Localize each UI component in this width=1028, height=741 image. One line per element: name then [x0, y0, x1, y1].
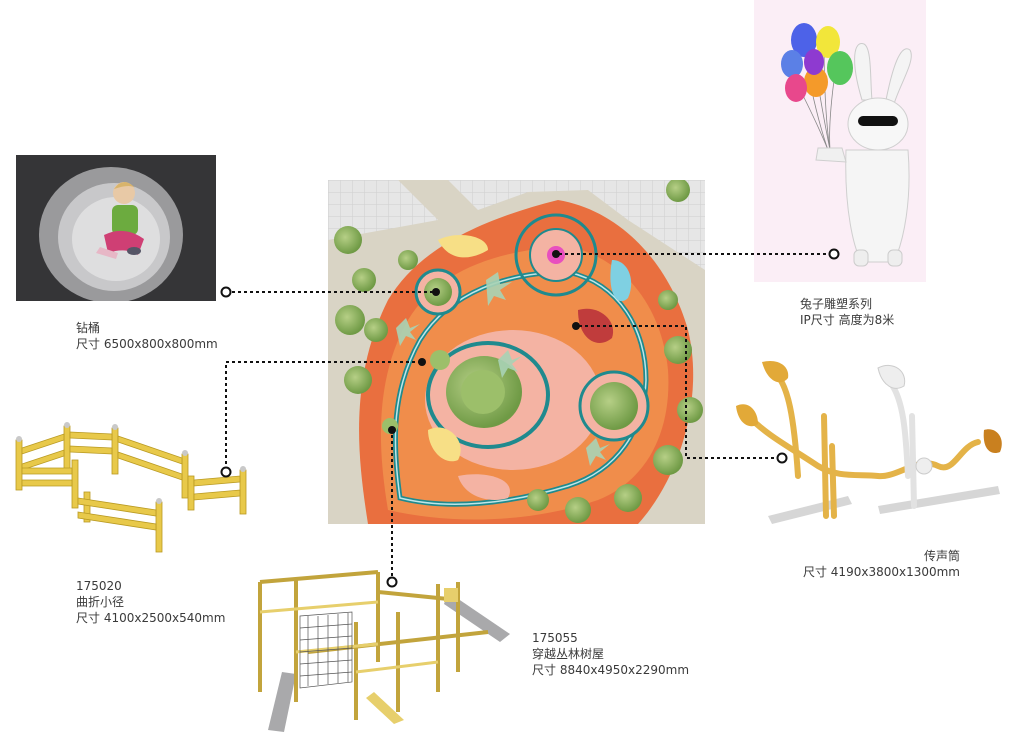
drum-name: 钻桶 [76, 321, 101, 335]
rabbit-caption: 兔子雕塑系列 IP尺寸 高度为8米 [800, 296, 894, 328]
treehouse-size: 尺寸 8840x4950x2290mm [532, 663, 690, 677]
drum-caption: 钻桶 尺寸 6500x800x800mm [76, 320, 218, 352]
treehouse-illustration [248, 552, 516, 734]
speaking-tube-illustration [728, 356, 1018, 528]
rabbit-name: 兔子雕塑系列 [800, 297, 873, 311]
speaking-tube-caption: 传声筒 尺寸 4190x3800x1300mm [800, 548, 960, 580]
speaking-tube-name: 传声筒 [923, 549, 960, 563]
path-size: 尺寸 4100x2500x540mm [76, 611, 226, 625]
drum-size: 尺寸 6500x800x800mm [76, 337, 218, 351]
rabbit-size: IP尺寸 高度为8米 [800, 313, 895, 327]
treehouse-caption: 175055 穿越丛林树屋 尺寸 8840x4950x2290mm [532, 630, 689, 678]
treehouse-code: 175055 [532, 631, 578, 645]
leader-end-drum [220, 286, 232, 298]
zigzag-path-illustration [8, 418, 258, 558]
site-plan [328, 180, 705, 524]
path-caption: 175020 曲折小径 尺寸 4100x2500x540mm [76, 578, 225, 626]
speaking-tube-size: 尺寸 4190x3800x1300mm [802, 565, 960, 579]
path-code: 175020 [76, 579, 122, 593]
drum-photo [16, 155, 216, 301]
treehouse-name: 穿越丛林树屋 [532, 647, 605, 661]
path-name: 曲折小径 [76, 595, 125, 609]
rabbit-sculpture [754, 0, 926, 282]
